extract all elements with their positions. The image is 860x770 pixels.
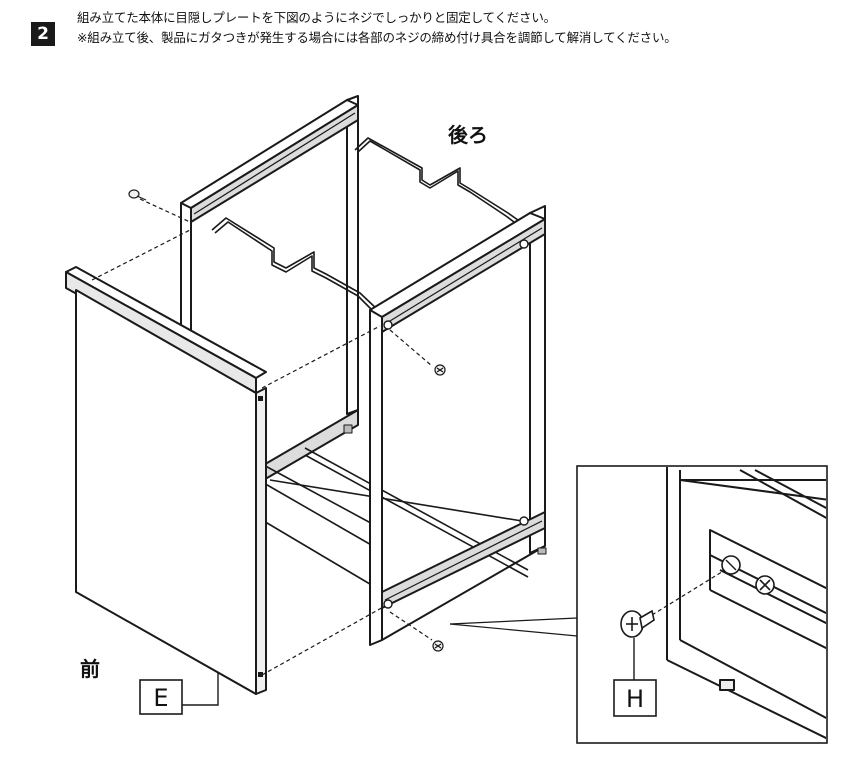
back-label: 後ろ [448,123,488,147]
screw-top-left-icon [128,189,147,201]
screw-icons [128,189,446,652]
rear-frame [180,95,359,486]
instruction-line-1: 組み立てた本体に目隠しプレートを下図のようにネジでしっかりと固定してください。 [77,10,556,25]
part-label-e-text: E [153,684,168,712]
screw-bottom-icon [432,640,444,652]
zoom-callout: H [449,465,828,744]
step-header: 2 組み立てた本体に目隠しプレートを下図のようにネジでしっかりと固定してください… [0,0,860,60]
cover-plate-e [65,266,267,695]
part-label-h: H [613,679,657,717]
alignment-lines [91,198,433,676]
part-label-h-text: H [626,685,644,713]
screw-middle-icon [434,364,446,376]
screw-h-icon [620,609,655,638]
step-number-badge: 2 [31,22,55,46]
part-label-e: E [139,672,219,715]
front-label: 前 [80,657,100,681]
instruction-line-2: ※組み立て後、製品にガタつきが発生する場合には各部のネジの締め付け具合を調節して… [77,30,677,45]
wire-rack [211,137,529,591]
front-frame [343,205,547,646]
